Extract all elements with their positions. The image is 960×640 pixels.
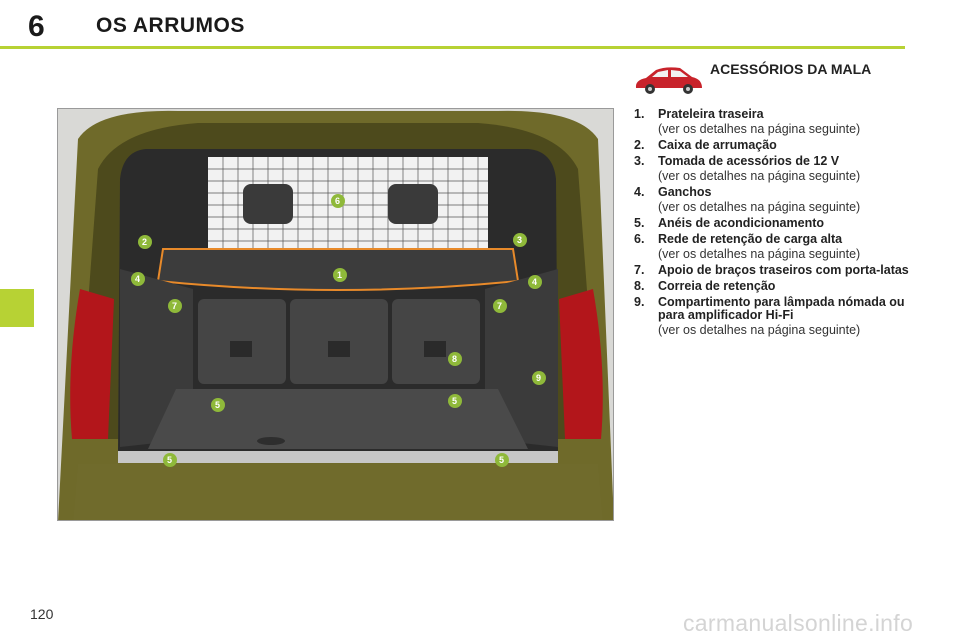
right-tail-light — [559, 289, 603, 439]
list-item: 7. Apoio de braços traseiros com porta-l… — [634, 263, 909, 277]
callout-5-c: 5 — [163, 453, 177, 467]
svg-text:8: 8 — [452, 354, 457, 364]
sill-plate — [118, 451, 558, 463]
chapter-title: OS ARRUMOS — [96, 14, 245, 37]
left-tail-light — [70, 289, 114, 439]
callout-7-right: 7 — [493, 299, 507, 313]
callout-9: 9 — [532, 371, 546, 385]
svg-text:5: 5 — [167, 455, 172, 465]
callout-6: 6 — [331, 194, 345, 208]
svg-text:2: 2 — [142, 237, 147, 247]
car-side-icon — [635, 67, 702, 94]
callout-8: 8 — [448, 352, 462, 366]
list-item: 4. Ganchos (ver os detalhes na página se… — [634, 185, 861, 214]
callout-4-left: 4 — [131, 272, 145, 286]
callout-5-a: 5 — [211, 398, 225, 412]
section-title: ACESSÓRIOS DA MALA — [710, 61, 872, 77]
cargo-net — [208, 157, 488, 252]
header-rule — [0, 46, 905, 49]
trunk-illustration: 1 2 3 4 4 5 5 5 5 6 7 7 8 9 — [57, 108, 614, 521]
svg-text:7: 7 — [497, 301, 502, 311]
svg-text:5: 5 — [452, 396, 457, 406]
list-item: 2. Caixa de arrumação — [634, 138, 777, 152]
seat-latch-center — [328, 341, 350, 357]
callout-7-left: 7 — [168, 299, 182, 313]
svg-text:5: 5 — [215, 400, 220, 410]
chapter-number: 6 — [28, 10, 45, 43]
left-headrest — [243, 184, 293, 224]
right-headrest — [388, 184, 438, 224]
rear-bumper — [73, 464, 603, 520]
floor-ring — [257, 437, 285, 445]
svg-text:9: 9 — [536, 373, 541, 383]
list-item: 8. Correia de retenção — [634, 279, 776, 293]
seat-latch-right — [424, 341, 446, 357]
callout-4-right: 4 — [528, 275, 542, 289]
list-item: 1. Prateleira traseira (ver os detalhes … — [634, 107, 861, 136]
trunk-drawing: 1 2 3 4 4 5 5 5 5 6 7 7 8 9 — [58, 109, 613, 520]
accessory-legend: 1. Prateleira traseira (ver os detalhes … — [634, 108, 934, 340]
page-number: 120 — [30, 606, 54, 622]
list-item: 6. Rede de retenção de carga alta (ver o… — [634, 232, 861, 261]
seat-latch-left — [230, 341, 252, 357]
svg-text:7: 7 — [172, 301, 177, 311]
svg-text:3: 3 — [517, 235, 522, 245]
callout-1: 1 — [333, 268, 347, 282]
callout-2: 2 — [138, 235, 152, 249]
svg-text:5: 5 — [499, 455, 504, 465]
list-item: 3. Tomada de acessórios de 12 V (ver os … — [634, 154, 861, 183]
watermark: carmanualsonline.info — [683, 610, 914, 636]
trunk-floor — [148, 389, 528, 449]
svg-text:6: 6 — [335, 196, 340, 206]
list-item: 5. Anéis de acondicionamento — [634, 216, 825, 230]
chapter-tab — [0, 289, 34, 327]
callout-5-d: 5 — [495, 453, 509, 467]
svg-text:1: 1 — [337, 270, 342, 280]
svg-text:4: 4 — [135, 274, 140, 284]
svg-text:4: 4 — [532, 277, 537, 287]
callout-5-b: 5 — [448, 394, 462, 408]
callout-3: 3 — [513, 233, 527, 247]
list-item: 9. Compartimento para lâmpada nómada ou … — [634, 295, 905, 337]
